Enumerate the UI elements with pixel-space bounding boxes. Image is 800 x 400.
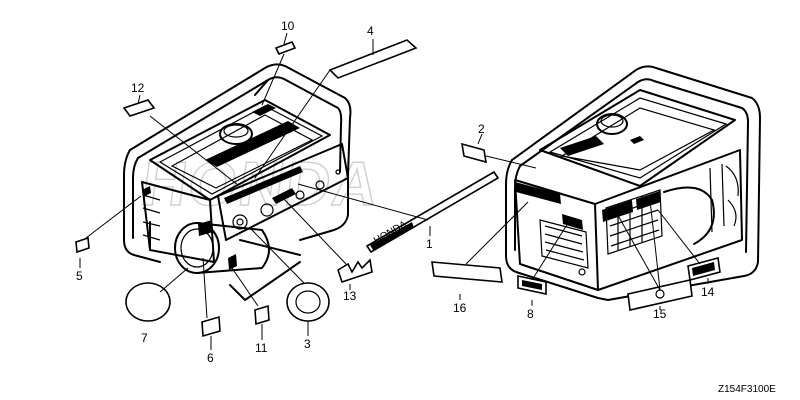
callout-10: 10: [281, 19, 295, 33]
part-3-round-sticker: [286, 282, 330, 322]
callout-7: 7: [141, 331, 148, 345]
callout-14: 14: [701, 285, 715, 299]
callout-16: 16: [453, 301, 467, 315]
callout-5: 5: [76, 269, 83, 283]
part-13-warning-tag: [337, 258, 373, 284]
part-12-decal: [122, 99, 156, 117]
part-8-label: [517, 275, 547, 295]
part-4-decal: [328, 39, 418, 79]
part-6-label: [201, 315, 221, 338]
callout-13: 13: [343, 289, 357, 303]
callout-6: 6: [207, 351, 214, 365]
part-11-label: [254, 304, 270, 326]
diagram-code: Z154F3100E: [718, 384, 776, 395]
callout-12: 12: [131, 81, 145, 95]
part-2-decal: [461, 142, 487, 164]
part-5-label: [75, 236, 90, 254]
generator-rear-view: [505, 65, 761, 301]
part-10-decal: [274, 40, 297, 56]
generator-front-view: [123, 63, 352, 301]
rear-grille: [539, 189, 663, 269]
callout-11: 11: [255, 341, 268, 355]
part-15-plate: [627, 279, 693, 311]
loose-parts-left: HONDA: [75, 39, 500, 338]
callout-4: 4: [367, 24, 374, 38]
callout-3: 3: [304, 337, 311, 351]
callout-numbers: 1 2 3 4 5 6 7 8 10 11 12 13 14 15 16: [76, 19, 715, 365]
loose-parts-right: [431, 142, 721, 311]
part-14-label: [687, 256, 721, 282]
callout-2: 2: [478, 122, 485, 136]
callout-15: 15: [653, 307, 667, 321]
part-16-decal: [431, 261, 503, 283]
callout-1: 1: [426, 237, 433, 251]
leader-lines: [79, 32, 709, 350]
callout-8: 8: [527, 307, 534, 321]
part-7-disc: [125, 282, 171, 322]
